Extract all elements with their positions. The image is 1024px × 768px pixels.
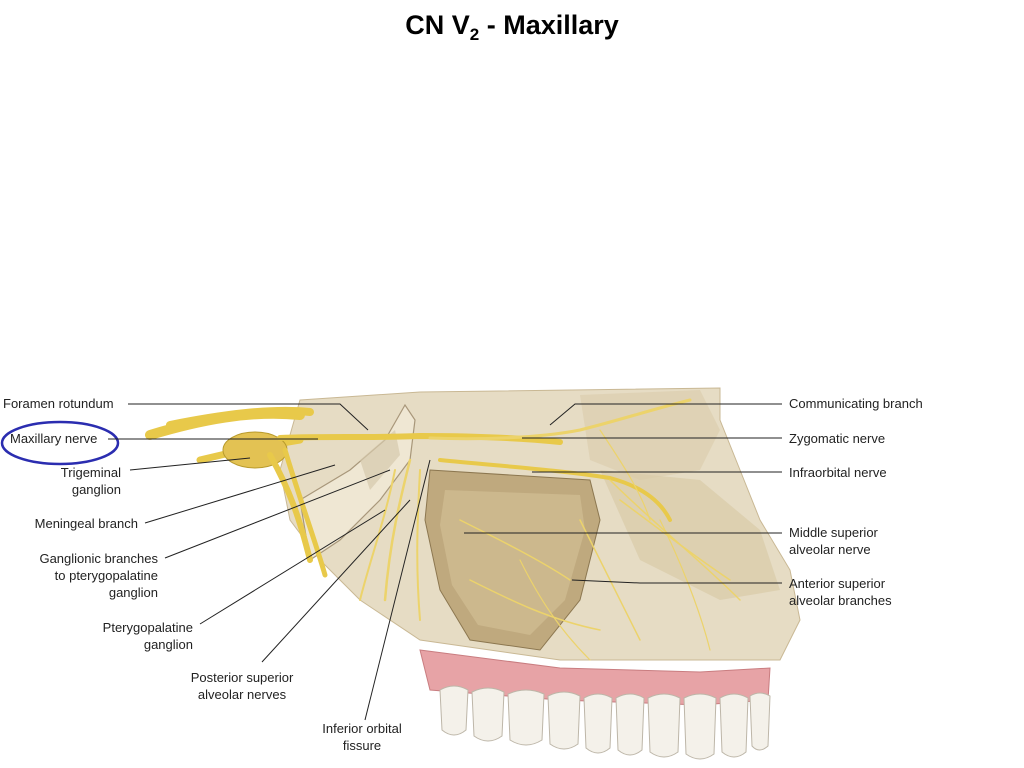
labels-right: Communicating branch Zygomatic nerve Inf… [789, 396, 923, 608]
leader-lines-right [464, 403, 782, 584]
label-middle-superior-line1: Middle superior [789, 525, 879, 540]
label-inferior-orbital-line2: fissure [343, 738, 381, 753]
label-posterior-superior-line1: Posterior superior [191, 670, 294, 685]
label-posterior-superior-line2: alveolar nerves [198, 687, 287, 702]
label-pterygopalatine-ganglion-line2: ganglion [144, 637, 193, 652]
skull-bone [279, 387, 801, 661]
upper-teeth [419, 649, 771, 760]
label-ganglionic-branches-line3: ganglion [109, 585, 158, 600]
label-meningeal-branch: Meningeal branch [35, 516, 138, 531]
title-subscript: 2 [469, 25, 480, 44]
page-title: CN V2 - Maxillary [0, 10, 1024, 45]
label-anterior-superior-line2: alveolar branches [789, 593, 892, 608]
labels-left: Foramen rotundum Maxillary nerve Trigemi… [3, 396, 402, 753]
label-trigeminal-ganglion-line2: ganglion [72, 482, 121, 497]
label-anterior-superior-line1: Anterior superior [789, 576, 886, 591]
label-infraorbital-nerve: Infraorbital nerve [789, 465, 887, 480]
label-inferior-orbital-line1: Inferior orbital [322, 721, 402, 736]
highlight-circle [0, 420, 120, 466]
label-middle-superior-line2: alveolar nerve [789, 542, 871, 557]
label-foramen-rotundum: Foramen rotundum [3, 396, 114, 411]
title-suffix: - Maxillary [479, 10, 619, 40]
label-ganglionic-branches-line1: Ganglionic branches [39, 551, 158, 566]
label-trigeminal-ganglion-line1: Trigeminal [61, 465, 121, 480]
title-main: CN V [405, 10, 470, 40]
label-pterygopalatine-ganglion-line1: Pterygopalatine [103, 620, 193, 635]
nerve-fibers [145, 398, 741, 661]
label-communicating-branch: Communicating branch [789, 396, 923, 411]
leader-lines-left [108, 403, 431, 721]
label-maxillary-nerve: Maxillary nerve [10, 431, 97, 446]
label-zygomatic-nerve: Zygomatic nerve [789, 431, 885, 446]
label-ganglionic-branches-line2: to pterygopalatine [55, 568, 158, 583]
